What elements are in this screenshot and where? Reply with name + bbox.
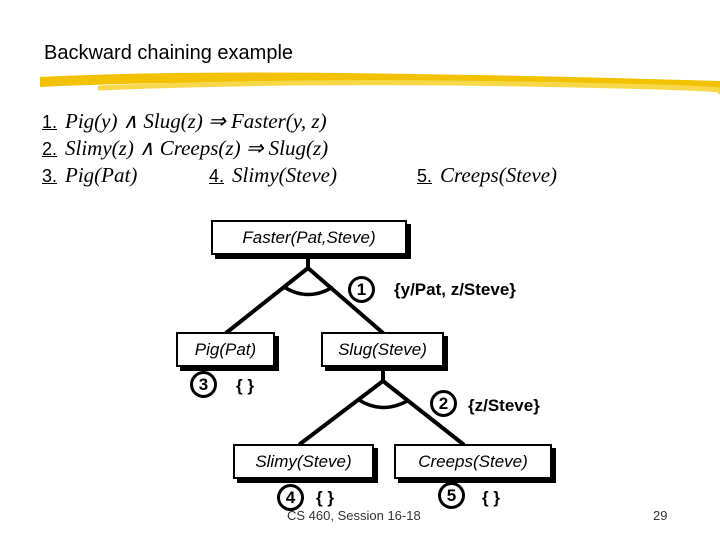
rule-marker-3: 3 [190,371,217,398]
footer-page-number: 29 [653,508,668,523]
rule-marker-2: 2 [430,390,457,417]
rule-number: 3. [42,166,58,186]
node-creeps-steve: Creeps(Steve) [394,444,552,479]
substitution-1: {y/Pat, z/Steve} [394,280,516,299]
rule-3: 3. Pig(Pat) [42,162,137,190]
title-underline-stroke [40,72,720,95]
rule-marker-5: 5 [438,482,465,509]
footer-course: CS 460, Session 16-18 [287,508,421,523]
substitution-5: { } [482,488,500,507]
rule-text: Pig(Pat) [65,163,138,187]
rule-4: 4. Slimy(Steve) [209,162,337,190]
rule-1: 1. Pig(y) ∧ Slug(z) ⇒ Faster(y, z) [42,108,327,136]
substitution-3: { } [236,376,254,395]
rule-text: Slimy(Steve) [232,163,337,187]
node-slimy-steve: Slimy(Steve) [233,444,374,479]
rule-5: 5. Creeps(Steve) [417,162,557,190]
substitution-4: { } [316,488,334,507]
node-slug-steve: Slug(Steve) [321,332,444,367]
rule-number: 1. [42,112,58,132]
slide-title: Backward chaining example [44,42,294,64]
substitution-2: {z/Steve} [468,396,540,415]
rule-marker-1: 1 [348,276,375,303]
rule-number: 2. [42,139,58,159]
rule-number: 5. [417,166,433,186]
rule-2: 2. Slimy(z) ∧ Creeps(z) ⇒ Slug(z) [42,135,328,163]
and-arc-1 [283,285,334,297]
node-faster-pat-steve: Faster(Pat,Steve) [211,220,407,255]
rule-text: Creeps(Steve) [440,163,558,187]
rule-text: Pig(y) ∧ Slug(z) ⇒ Faster(y, z) [65,109,327,133]
node-pig-pat: Pig(Pat) [176,332,275,367]
rule-text: Slimy(z) ∧ Creeps(z) ⇒ Slug(z) [65,136,329,160]
rule-number: 4. [209,166,225,186]
rule-marker-4: 4 [277,484,304,511]
and-arc-2 [358,398,410,410]
